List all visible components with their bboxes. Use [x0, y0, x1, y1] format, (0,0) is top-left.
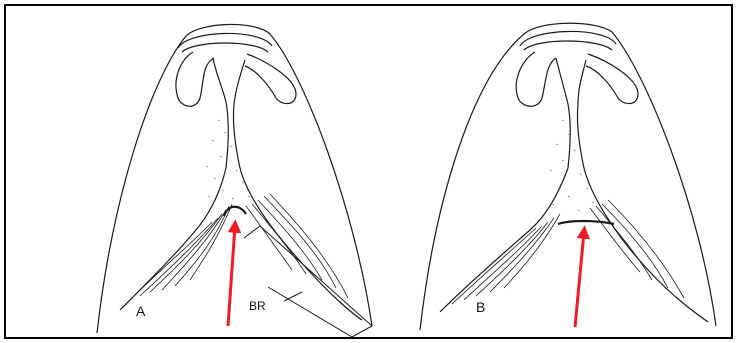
panel-b-inner-v-right [584, 168, 708, 322]
panel-a-isthmus [213, 58, 245, 168]
panel-b-isthmus-margin [558, 221, 614, 224]
br-bracket [244, 226, 372, 337]
panel-a-inner-v-right [240, 168, 362, 320]
panel-b-snout-band [520, 31, 616, 50]
panel-b-jaw-outline [420, 23, 716, 330]
panel-a-drawing [97, 24, 372, 337]
panel-b-rays-right [590, 200, 684, 298]
panel-a-red-arrow [228, 226, 235, 326]
panel-b-drawing [420, 23, 716, 330]
panel-a-left-lobe [176, 52, 214, 106]
panel-a-inner-v-left [120, 168, 226, 310]
panel-b-red-arrow [575, 232, 584, 327]
panel-b-right-lobe [586, 54, 638, 104]
panel-a-jaw-outline [97, 24, 372, 333]
panel-a-snout-band [178, 33, 272, 52]
panel-a-label: A [136, 304, 145, 318]
panel-b-isthmus [556, 58, 586, 168]
panel-b-left-lobe [516, 52, 556, 106]
panel-b-inner-v-left [440, 168, 568, 312]
panel-b-stipple [550, 120, 594, 211]
br-leader-line [284, 292, 302, 301]
panel-a-rays-left [130, 204, 232, 300]
br-annotation-label: BR [249, 300, 266, 312]
panel-b-label: B [476, 300, 485, 314]
panel-b-rays-left [452, 214, 560, 304]
panel-a-rays-right [246, 194, 348, 298]
